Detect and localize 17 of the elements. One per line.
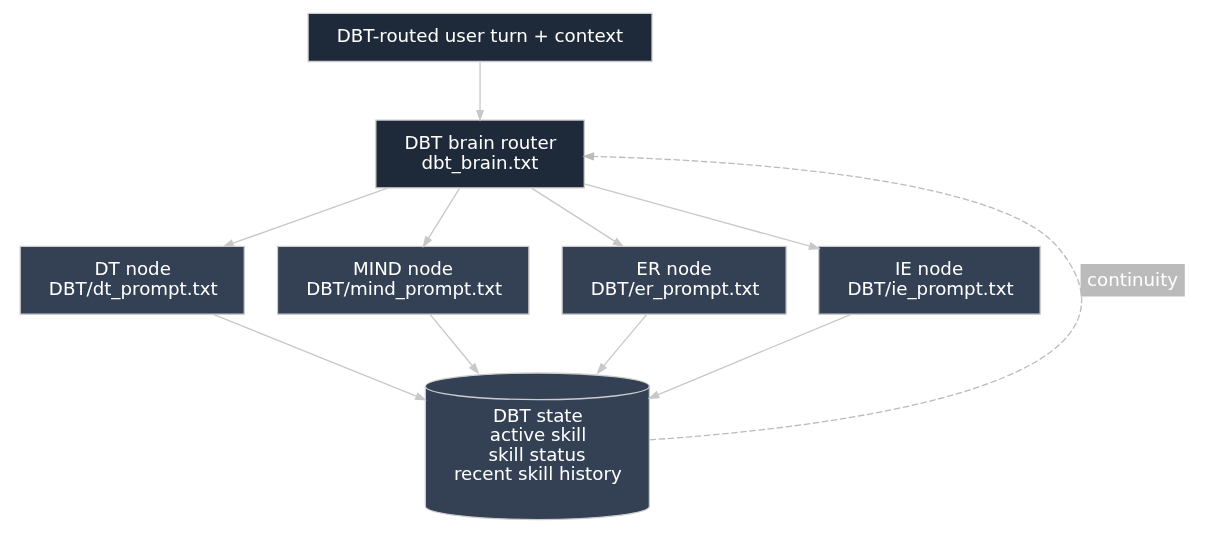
node-box: DBT-routed user turn + context (307, 12, 653, 63)
arrow (422, 187, 461, 248)
arrow (596, 313, 648, 375)
arrow (429, 313, 480, 375)
node-box: MIND node DBT/mind_prompt.txt (276, 245, 530, 315)
arrow (647, 313, 852, 400)
edge-label: continuity (1087, 268, 1179, 290)
arrow (530, 187, 625, 248)
node-box: DT node DBT/dt_prompt.txt (19, 245, 245, 315)
node-box: DBT brain router dbt_brain.txt (375, 119, 585, 189)
node-box: ER node DBT/er_prompt.txt (561, 245, 787, 315)
arrow (212, 313, 427, 401)
arrow (583, 183, 821, 250)
arrow (582, 152, 1082, 441)
node-box: IE node DBT/ie_prompt.txt (818, 245, 1041, 315)
arrow (475, 61, 485, 122)
arrow (222, 187, 389, 248)
